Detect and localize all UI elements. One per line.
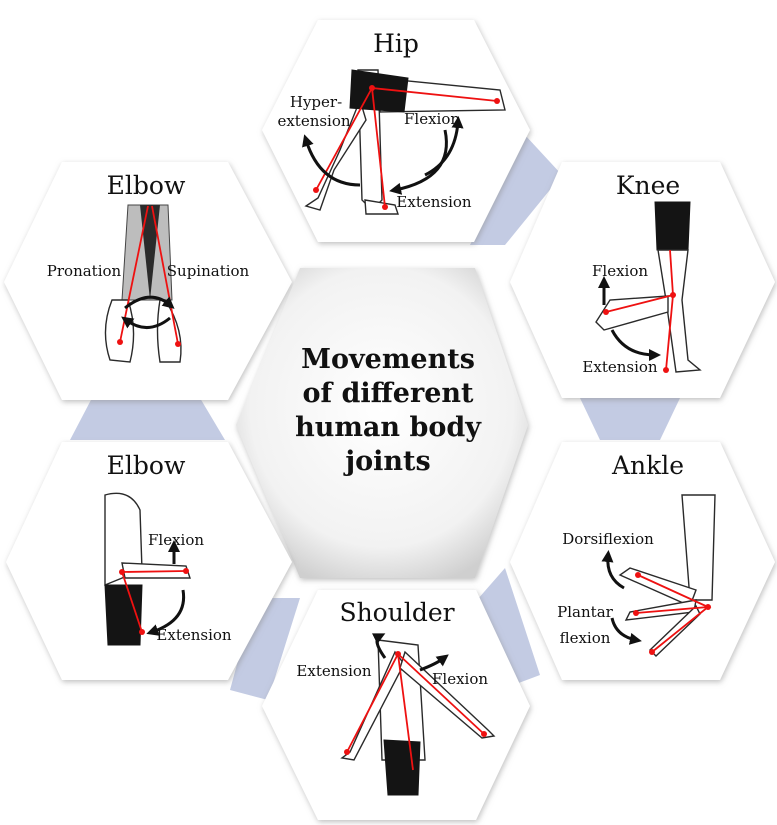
ankle-title: Ankle [611,451,684,480]
knee-title: Knee [616,171,680,200]
center-title-line-2: of different [302,378,474,409]
label-pronation: Pronation [47,262,122,280]
connector-elbow-elbow [70,398,225,440]
hip-title: Hip [373,29,419,58]
center-title-line-4: joints [343,446,430,477]
knee-label-extension: Extension [582,358,658,376]
shoulder-title: Shoulder [339,598,454,627]
label-supination: Supination [167,262,250,280]
shoulder-label-flexion: Flexion [432,670,488,688]
ankle-label-plantar: Plantar [557,603,613,621]
elbow-label-flexion: Flexion [148,531,204,549]
elbow-flexion-title: Elbow [107,451,186,480]
knee-label-flexion: Flexion [592,262,648,280]
ankle-label-dorsiflexion: Dorsiflexion [562,530,654,548]
ankle-label-flexion: flexion [560,629,611,647]
center-title-line-1: Movements [301,344,475,375]
hip-label-extension: Extension [396,193,472,211]
hip-label-flexion: Flexion [404,110,460,128]
elbow-rotation-title: Elbow [107,171,186,200]
connector-knee-ankle [580,398,680,440]
hip-label-extension-line: extension [277,112,350,130]
center-title-line-3: human body [295,412,482,443]
shoulder-label-extension: Extension [296,662,372,680]
hip-label-hyper: Hyper- [290,93,342,111]
elbow-label-extension: Extension [156,626,232,644]
